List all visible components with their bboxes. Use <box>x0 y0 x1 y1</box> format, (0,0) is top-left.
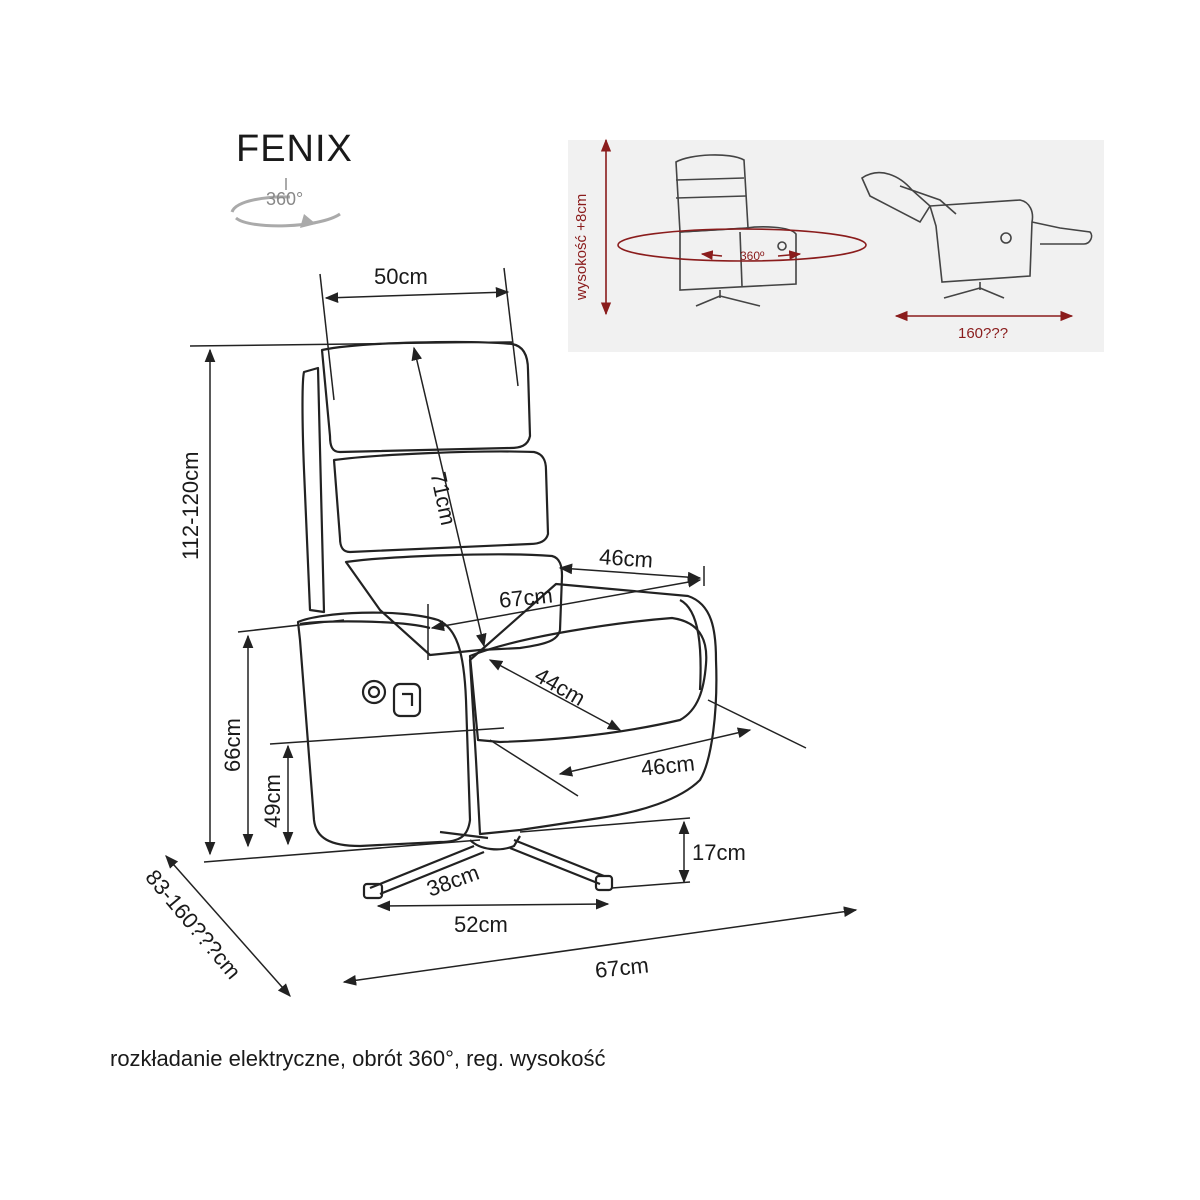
chair-outline <box>296 340 718 900</box>
inset-height-label: wysokość +8cm <box>573 193 590 300</box>
dim-total-width: 67cm <box>593 952 650 983</box>
inset-rotation-label: 360º <box>740 249 765 263</box>
dim-backrest-width: 50cm <box>374 264 428 289</box>
rotate-360-icon <box>230 178 341 228</box>
dim-armrest-depth: 46cm <box>598 544 654 573</box>
dim-seat-height: 49cm <box>260 774 285 828</box>
inset-reclined-chair <box>860 172 1093 299</box>
inset-length-label: 160??? <box>958 325 1009 342</box>
dim-inner-width: 67cm <box>497 582 554 613</box>
dim-seat-width: 46cm <box>639 750 696 781</box>
product-title: FENIX <box>236 128 353 170</box>
dimension-lines <box>165 267 858 998</box>
feature-caption: rozkładanie elektryczne, obrót 360°, reg… <box>110 1046 606 1071</box>
inset-rotation-ellipse <box>617 228 867 262</box>
inset-upright-chair <box>675 154 797 307</box>
rotate-360-label: 360° <box>266 189 304 209</box>
dim-base-height: 17cm <box>692 840 746 865</box>
dim-base-width: 52cm <box>454 912 508 937</box>
dim-total-height: 112-120cm <box>178 451 203 560</box>
dim-armrest-height: 66cm <box>220 718 245 772</box>
